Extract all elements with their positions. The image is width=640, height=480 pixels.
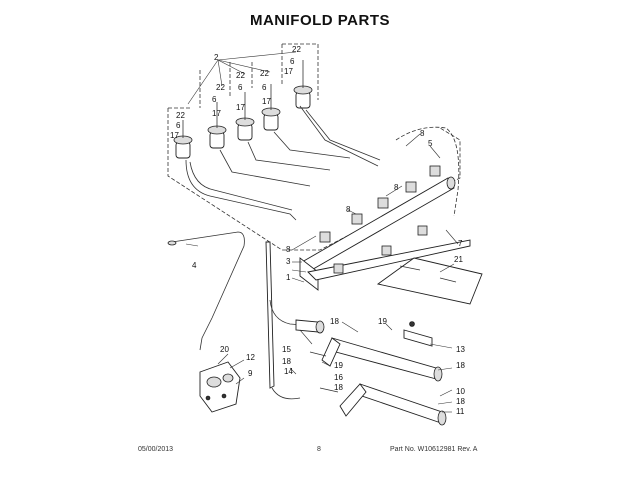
callout-19-a: 19 [378, 317, 387, 326]
callout-6-c: 6 [290, 57, 295, 66]
callout-18-c: 18 [334, 383, 343, 392]
footer-part-number: Part No. W10612981 Rev. A [390, 446, 478, 453]
heat-shield-plate [376, 257, 483, 305]
callout-18-a: 18 [330, 317, 339, 326]
burner-valve-3 [235, 92, 255, 141]
burner-valve-4 [261, 84, 281, 131]
callout-20: 20 [220, 345, 229, 354]
callout-6-b: 6 [238, 83, 243, 92]
footer-page-number: 8 [317, 446, 321, 453]
manifold-bracket [299, 239, 471, 291]
callout-10: 10 [456, 387, 465, 396]
callout-16: 16 [334, 373, 343, 382]
callout-17-d: 17 [170, 131, 179, 140]
callout-14: 14 [284, 367, 293, 376]
footer-date: 05/00/2013 [138, 446, 174, 453]
callout-3: 3 [286, 257, 291, 266]
callout-1: 1 [286, 273, 291, 282]
callout-21: 21 [454, 255, 463, 264]
callout-5: 5 [428, 139, 433, 148]
callout-18-d: 18 [456, 361, 465, 370]
callout-18-b: 18 [282, 357, 291, 366]
burner-valve-2 [207, 102, 227, 149]
callout-7: 7 [458, 239, 463, 248]
callout-12: 12 [246, 353, 255, 362]
burner-valve-1 [173, 120, 193, 159]
callout-22-b: 22 [260, 69, 269, 78]
callout-8-a: 8 [420, 129, 425, 138]
callout-11: 11 [456, 407, 465, 416]
callout-4: 4 [192, 261, 197, 270]
broiler-tube-lower [339, 383, 447, 426]
igniter-bracket [403, 321, 433, 347]
callout-22-c: 22 [292, 45, 301, 54]
callout-17-b: 17 [236, 103, 245, 112]
callout-8-c: 8 [346, 205, 351, 214]
callout-22-d: 22 [216, 83, 225, 92]
callout-18-e: 18 [456, 397, 465, 406]
manifold-valve-row [319, 165, 441, 274]
callout-6-e: 6 [262, 83, 267, 92]
callout-13: 13 [456, 345, 465, 354]
callout-19-b: 19 [334, 361, 343, 370]
page-title: MANIFOLD PARTS [249, 12, 391, 29]
callout-8-d: 8 [286, 245, 291, 254]
callout-8-b: 8 [394, 183, 399, 192]
callout-17-c: 17 [284, 67, 293, 76]
callout-6-d: 6 [176, 121, 181, 130]
burner-valve-5 [293, 60, 313, 109]
callout-6-a: 6 [212, 95, 217, 104]
broiler-tube-upper [321, 337, 443, 382]
callout-15: 15 [282, 345, 291, 354]
gas-supply-tube [265, 241, 317, 400]
pressure-regulator [199, 361, 241, 413]
callout-2: 2 [214, 53, 219, 62]
callout-17-e: 17 [262, 97, 271, 106]
callout-22-a: 22 [236, 71, 245, 80]
callout-9: 9 [248, 369, 253, 378]
orifice-fitting [295, 319, 325, 334]
callout-17-a: 17 [212, 109, 221, 118]
callout-22-e: 22 [176, 111, 185, 120]
